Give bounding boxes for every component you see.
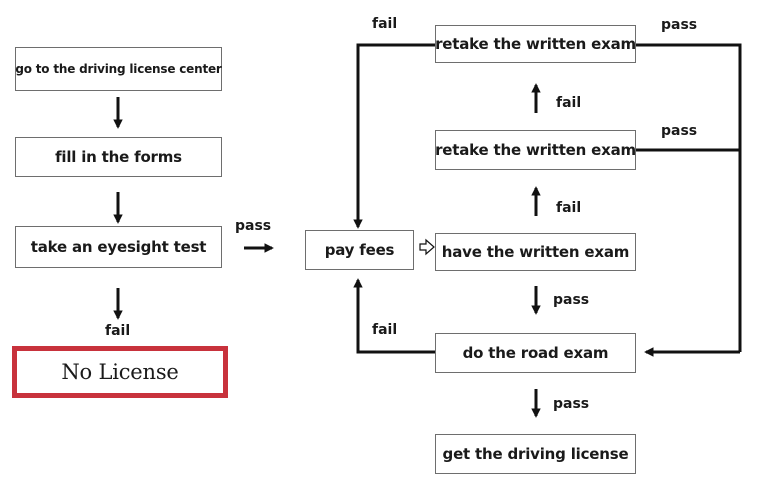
- box-road-exam: do the road exam: [435, 333, 636, 373]
- line-retake1-pass: [636, 43, 742, 352]
- box-written-exam: have the written exam: [435, 233, 636, 271]
- box-no-license-label: No License: [61, 360, 179, 384]
- label-eyesight-pass: pass: [235, 218, 272, 234]
- box-get-license: get the driving license: [435, 434, 636, 474]
- box-eyesight-test: take an eyesight test: [15, 226, 222, 268]
- label-road-pass: pass: [553, 396, 590, 412]
- box-fill-forms: fill in the forms: [15, 137, 222, 177]
- label-retake1-pass: pass: [661, 17, 698, 33]
- box-go-to-center: go to the driving license center: [15, 47, 222, 91]
- box-go-to-center-label: go to the driving license center: [15, 62, 222, 76]
- label-eyesight-fail: fail: [105, 323, 131, 339]
- label-retake2-fail: fail: [556, 95, 582, 111]
- box-retake-written-2-label: retake the written exam: [435, 141, 636, 159]
- box-written-exam-label: have the written exam: [441, 243, 630, 261]
- box-fill-forms-label: fill in the forms: [55, 148, 182, 166]
- arrow-fees-to-written: [419, 238, 435, 256]
- arrow-road-fail-loop: [353, 278, 435, 354]
- box-road-exam-label: do the road exam: [462, 344, 609, 362]
- box-retake-written-1-label: retake the written exam: [435, 35, 636, 53]
- box-eyesight-test-label: take an eyesight test: [30, 238, 207, 256]
- label-written-pass: pass: [553, 292, 590, 308]
- label-retake2-pass: pass: [661, 123, 698, 139]
- label-road-fail: fail: [372, 322, 398, 338]
- box-no-license: No License: [12, 346, 228, 398]
- box-get-license-label: get the driving license: [442, 445, 629, 463]
- label-written-fail: fail: [556, 200, 582, 216]
- arrow-retake1-fail-loop: [353, 43, 435, 229]
- box-retake-written-1: retake the written exam: [435, 25, 636, 63]
- box-pay-fees-label: pay fees: [324, 241, 395, 259]
- box-pay-fees: pay fees: [305, 230, 414, 270]
- box-retake-written-2: retake the written exam: [435, 130, 636, 170]
- label-retake1-fail: fail: [372, 16, 398, 32]
